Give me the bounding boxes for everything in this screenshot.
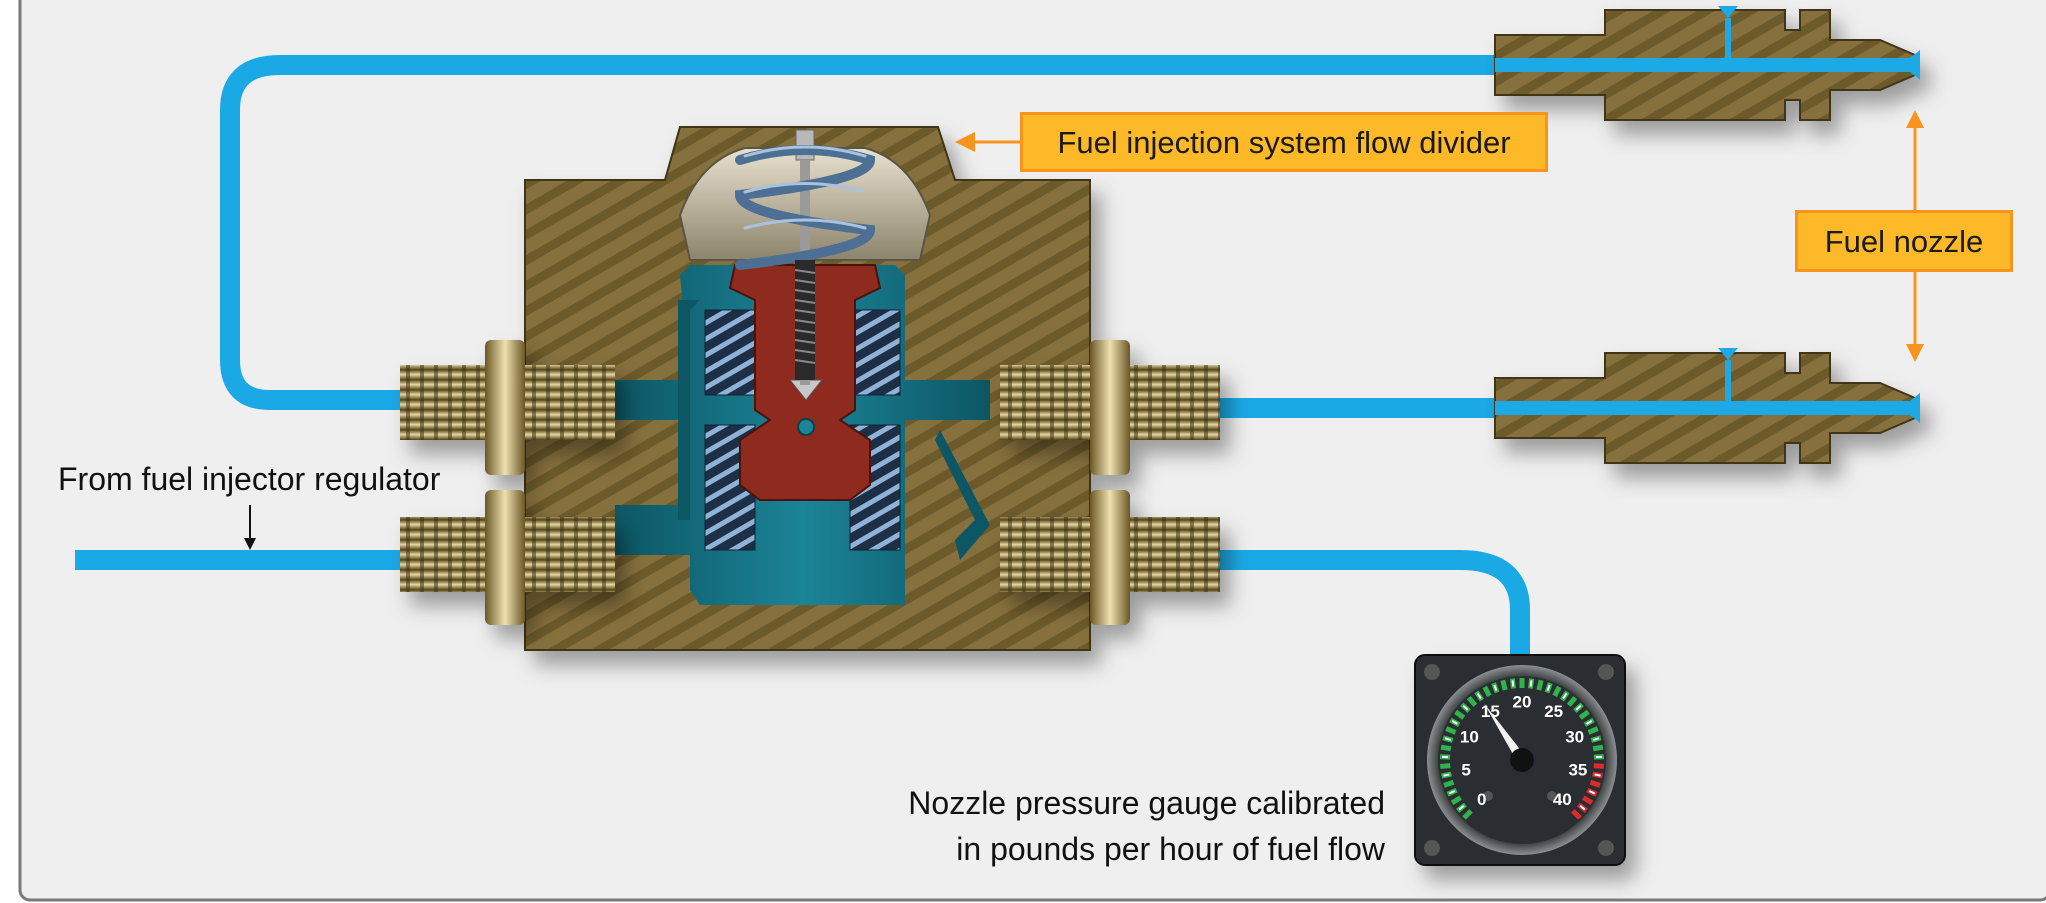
gauge-minor-tick bbox=[1586, 720, 1593, 725]
gauge-minor-tick bbox=[1575, 704, 1582, 711]
inlet-label: From fuel injector regulator bbox=[58, 461, 441, 497]
fuel-nozzle-callout: Fuel nozzle bbox=[1795, 210, 2013, 272]
gauge-scale-arc bbox=[1439, 678, 1605, 820]
gauge-caption-line-2: in pounds per hour of fuel flow bbox=[956, 831, 1385, 867]
gauge-scale-label: 25 bbox=[1544, 702, 1563, 721]
gauge-minor-tick bbox=[1562, 692, 1568, 700]
gauge-scale-labels: 0510152025303540 bbox=[1460, 692, 1587, 808]
gauge-caption-line-1: Nozzle pressure gauge calibrated bbox=[908, 785, 1385, 821]
gauge-tick bbox=[1536, 679, 1544, 691]
gauge-scale-label: 5 bbox=[1461, 761, 1470, 780]
gauge-caption: Nozzle pressure gauge calibrated in poun… bbox=[870, 780, 1385, 872]
gauge-tick bbox=[1482, 685, 1492, 697]
upper-fuel-nozzle bbox=[1494, 6, 1920, 121]
gauge-minor-tick bbox=[1511, 680, 1515, 687]
gauge-tick bbox=[1582, 795, 1594, 805]
gauge-scale-label: 20 bbox=[1513, 692, 1532, 711]
flow-divider-label: Fuel injection system flow divider bbox=[1057, 124, 1511, 160]
gauge-tick bbox=[1500, 679, 1508, 691]
gauge-tick bbox=[1592, 744, 1604, 752]
gauge-tick bbox=[1589, 779, 1601, 788]
right-fittings bbox=[1000, 340, 1220, 625]
gauge-minor-tick bbox=[1592, 737, 1600, 741]
flow-divider-callout: Fuel injection system flow divider bbox=[1020, 112, 1548, 172]
gauge-pointer bbox=[1484, 703, 1527, 763]
gauge-tick bbox=[1552, 685, 1562, 697]
gauge-tick bbox=[1454, 709, 1466, 720]
gauge-scale-label: 10 bbox=[1460, 728, 1479, 747]
gauge-minor-tick bbox=[1529, 680, 1533, 687]
gauge-tick bbox=[1440, 763, 1451, 769]
lower-fuel-nozzle bbox=[1494, 348, 1920, 464]
gauge-tick bbox=[1450, 795, 1462, 805]
inlet-arrow bbox=[244, 505, 256, 550]
gauge-tick bbox=[1445, 726, 1457, 735]
gauge-scale-label: 0 bbox=[1477, 790, 1486, 809]
upper-nozzle-line bbox=[220, 55, 1500, 410]
callout-arrows bbox=[955, 110, 1924, 362]
gauge-minor-tick bbox=[1493, 684, 1498, 691]
gauge-minor-tick bbox=[1476, 692, 1482, 700]
spring-rod bbox=[794, 260, 816, 380]
gauge-scale-label: 40 bbox=[1553, 790, 1572, 809]
fuel-nozzle-label: Fuel nozzle bbox=[1824, 223, 1984, 259]
gauge-screws bbox=[1424, 664, 1614, 856]
gauge-minor-tick bbox=[1451, 720, 1458, 725]
left-fittings bbox=[400, 340, 615, 625]
gauge-minor-tick bbox=[1448, 790, 1456, 795]
gauge-scale-label: 35 bbox=[1568, 761, 1587, 780]
gauge-tick bbox=[1578, 709, 1590, 720]
gauge-minor-tick bbox=[1458, 805, 1465, 811]
gauge-minor-tick bbox=[1462, 704, 1469, 711]
gauge-tick bbox=[1571, 809, 1582, 820]
gauge-minor-tick bbox=[1588, 790, 1596, 795]
gauge-tick bbox=[1443, 779, 1455, 788]
gauge-tick bbox=[1566, 696, 1578, 707]
gauge-tick bbox=[1587, 726, 1599, 735]
gauge-needle bbox=[1484, 703, 1534, 772]
gauge-line bbox=[1210, 550, 1530, 660]
fuel-lines bbox=[75, 55, 1530, 660]
gauge-tick bbox=[1462, 809, 1473, 820]
gauge-minor-tick bbox=[1444, 737, 1452, 741]
gauge-hub bbox=[1510, 748, 1534, 772]
valve-spring bbox=[734, 145, 876, 270]
gauge-scale-label: 30 bbox=[1565, 728, 1584, 747]
gauge-tick bbox=[1466, 696, 1478, 707]
gauge-tick bbox=[1440, 744, 1452, 752]
gauge-minor-tick bbox=[1579, 805, 1586, 811]
gauge-minor-tick bbox=[1443, 773, 1450, 777]
gauge-tick bbox=[1593, 763, 1604, 769]
gauge-minor-tick bbox=[1594, 773, 1601, 777]
gauge-minor-tick bbox=[1546, 684, 1551, 691]
